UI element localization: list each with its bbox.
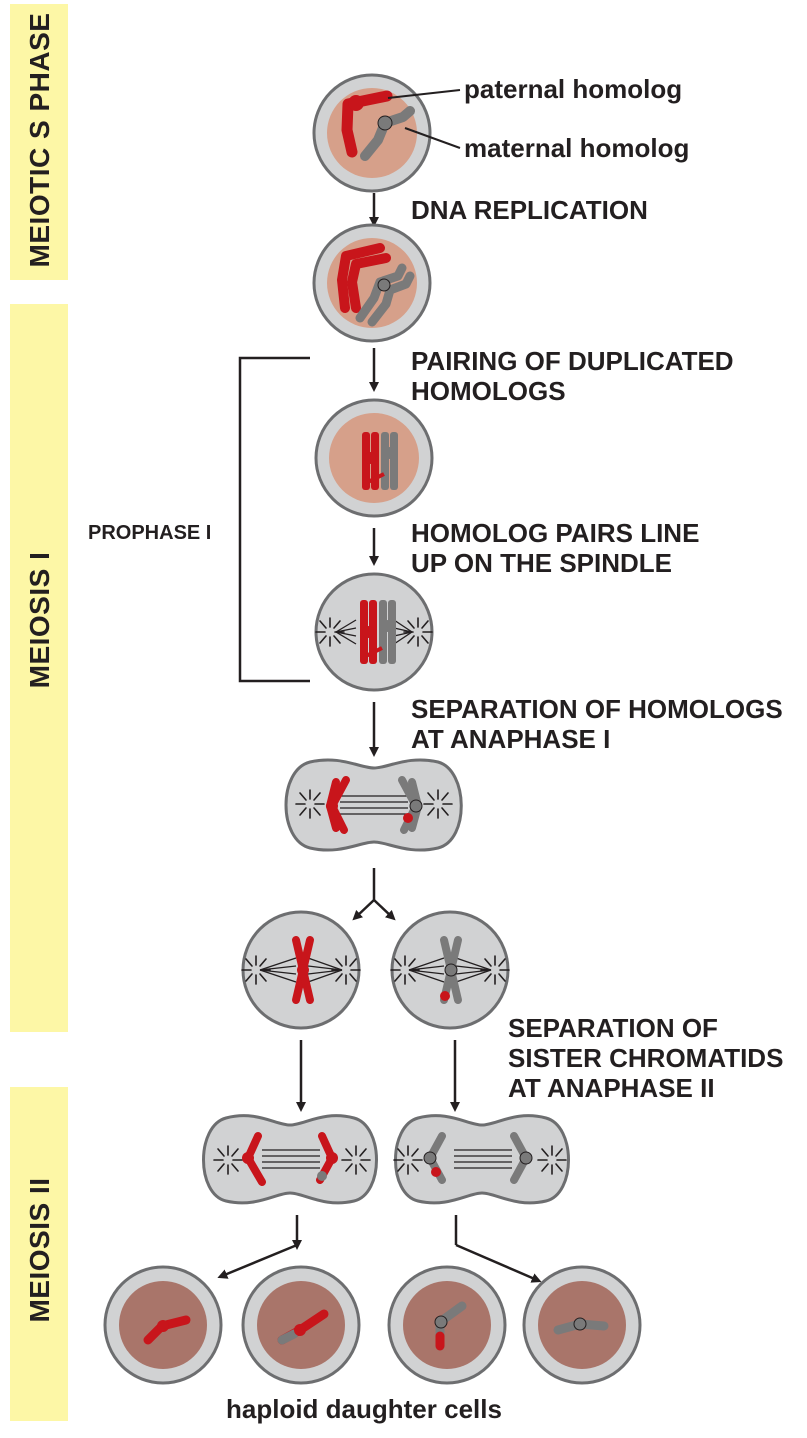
step-dna-replication: DNA REPLICATION xyxy=(411,195,648,225)
step-line: HOMOLOGS xyxy=(411,376,734,406)
step-pairing: PAIRING OF DUPLICATED HOMOLOGS xyxy=(411,346,734,406)
step-line: SISTER CHROMATIDS xyxy=(508,1043,783,1073)
step-line-up: HOMOLOG PAIRS LINE UP ON THE SPINDLE xyxy=(411,518,699,578)
daughter-cell-3 xyxy=(389,1267,505,1383)
cell-initial xyxy=(314,75,460,191)
cell-anaphase-2-right xyxy=(394,1116,569,1203)
step-line: SEPARATION OF HOMOLOGS xyxy=(411,694,783,724)
cell-metaphase-1 xyxy=(316,574,432,690)
step-line: UP ON THE SPINDLE xyxy=(411,548,699,578)
step-line: AT ANAPHASE II xyxy=(508,1073,783,1103)
cell-metaphase-2-left xyxy=(242,912,360,1028)
step-line: SEPARATION OF xyxy=(508,1013,783,1043)
prophase-bracket xyxy=(240,358,310,681)
cell-anaphase-2-left xyxy=(204,1116,377,1203)
paternal-homolog-label: paternal homolog xyxy=(464,74,682,104)
prophase-label: PROPHASE I xyxy=(88,518,211,548)
daughter-cell-4 xyxy=(524,1267,640,1383)
daughter-cell-2 xyxy=(243,1267,359,1383)
step-line: HOMOLOG PAIRS LINE xyxy=(411,518,699,548)
maternal-homolog-label: maternal homolog xyxy=(464,133,689,163)
step-separation-homologs: SEPARATION OF HOMOLOGS AT ANAPHASE I xyxy=(411,694,783,754)
daughter-cell-1 xyxy=(105,1267,221,1383)
cell-metaphase-2-right xyxy=(391,912,509,1028)
cell-anaphase-1 xyxy=(286,760,461,850)
step-line: DNA REPLICATION xyxy=(411,195,648,225)
cell-paired xyxy=(316,400,432,516)
step-line: PAIRING OF DUPLICATED xyxy=(411,346,734,376)
footer-caption: haploid daughter cells xyxy=(226,1394,502,1424)
cell-replicated xyxy=(314,225,430,341)
step-separation-sisters: SEPARATION OF SISTER CHROMATIDS AT ANAPH… xyxy=(508,1013,783,1103)
step-line: AT ANAPHASE I xyxy=(411,724,783,754)
